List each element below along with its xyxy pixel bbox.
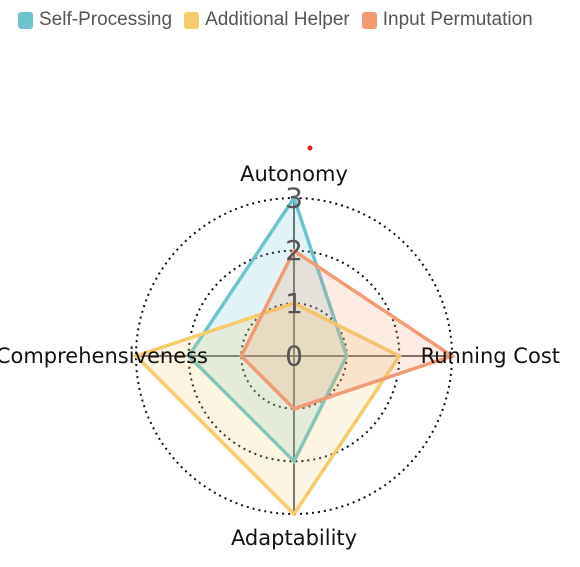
legend: Self-Processing Additional Helper Input …	[18, 9, 533, 31]
series-input-permutation[interactable]	[239, 248, 456, 411]
series-additional-helper[interactable]	[132, 301, 402, 517]
marker-dot	[307, 145, 313, 151]
legend-item-self-processing[interactable]: Self-Processing	[18, 9, 172, 31]
series-layer	[132, 194, 456, 517]
tick-label-0: 0	[285, 340, 303, 373]
tick-label-1: 1	[285, 287, 303, 320]
legend-label-input-permutation: Input Permutation	[382, 9, 533, 30]
axis-label-comprehensiveness: Comprehensiveness	[0, 344, 208, 368]
legend-swatch-self-processing	[18, 11, 33, 29]
axis-label-autonomy: Autonomy	[240, 162, 348, 186]
axis-layer	[136, 198, 452, 514]
tick-label-3: 3	[285, 182, 303, 215]
axis-label-adaptability: Adaptability	[231, 526, 357, 550]
series-self-processing[interactable]	[186, 194, 349, 465]
tick-label-2: 2	[285, 234, 303, 267]
legend-swatch-input-permutation	[361, 11, 377, 29]
legend-item-input-permutation[interactable]: Input Permutation	[361, 9, 533, 31]
axis-label-running-cost: Running Cost	[421, 344, 560, 368]
legend-label-self-processing: Self-Processing	[39, 9, 173, 30]
legend-item-additional-helper[interactable]: Additional Helper	[184, 9, 350, 31]
tick-layer: 0 1 2 3	[285, 182, 303, 373]
legend-swatch-additional-helper	[184, 11, 200, 29]
legend-label-additional-helper: Additional Helper	[205, 9, 350, 30]
